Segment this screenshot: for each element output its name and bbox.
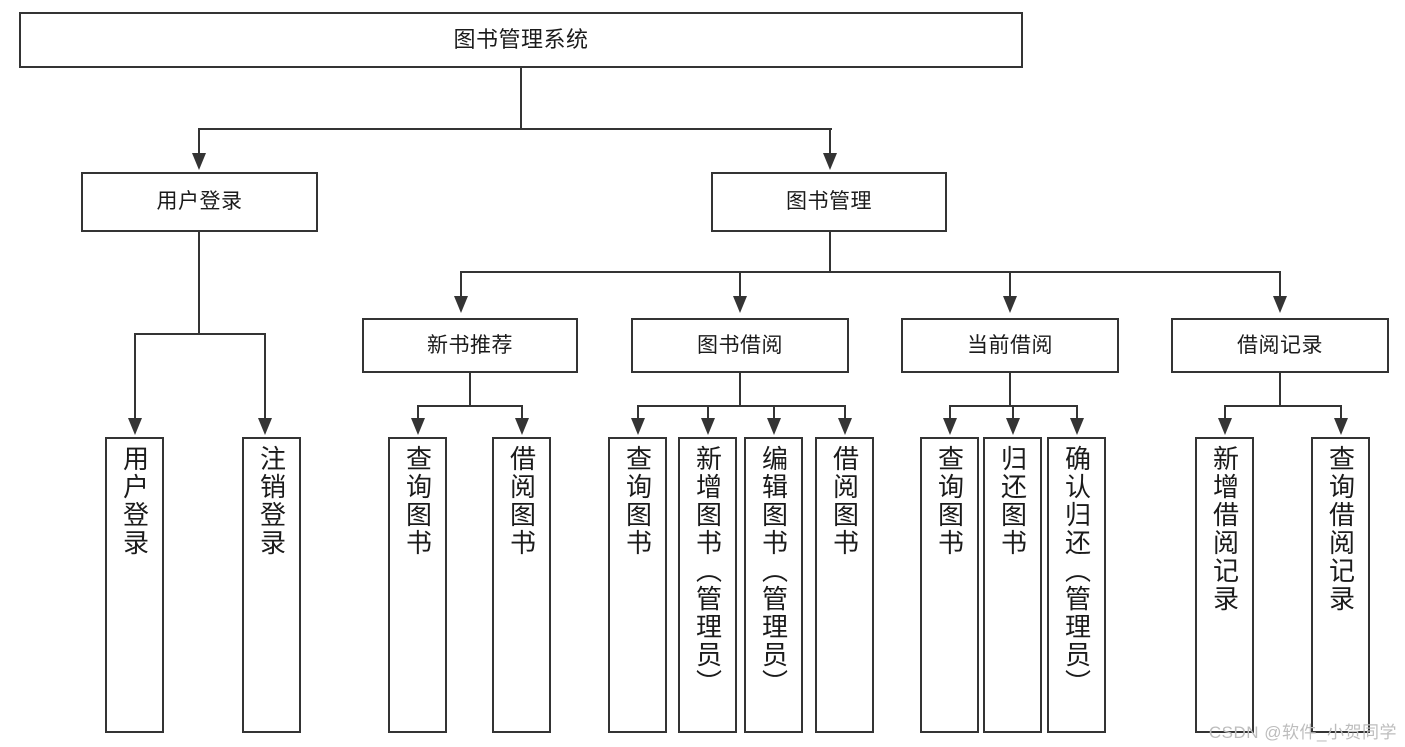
- arrowhead-bb-query: [631, 418, 645, 435]
- leaf-bb-lend-book[interactable]: 借阅图书: [815, 437, 874, 733]
- node-label: 图书管理: [786, 190, 872, 214]
- connector-drop-borrow-record: [1279, 271, 1281, 299]
- connector-book-borrow-bus: [637, 405, 845, 407]
- connector-drop-cb-confirm: [1076, 405, 1078, 420]
- node-book-borrow[interactable]: 图书借阅: [631, 318, 849, 373]
- node-label: 查询图书: [934, 445, 965, 557]
- node-label: 用户登录: [119, 445, 150, 557]
- connector-drop-nb-query: [417, 405, 419, 420]
- arrowhead-br-query: [1334, 418, 1348, 435]
- connector-drop-cb-query: [949, 405, 951, 420]
- node-label: 查询图书: [622, 445, 653, 557]
- arrowhead-leaf-user-login: [128, 418, 142, 435]
- node-label: 查询图书: [402, 445, 433, 557]
- connector-user-login-stem: [198, 232, 200, 333]
- connector-drop-book-manage: [829, 128, 831, 156]
- arrowhead-bb-edit: [767, 418, 781, 435]
- node-label: 当前借阅: [967, 333, 1053, 357]
- leaf-br-add-record[interactable]: 新增借阅记录: [1195, 437, 1254, 733]
- connector-drop-book-borrow: [739, 271, 741, 299]
- connector-new-book-stem: [469, 373, 471, 405]
- arrowhead-br-add: [1218, 418, 1232, 435]
- node-label: 查询借阅记录: [1325, 445, 1356, 613]
- node-book-management[interactable]: 图书管理: [711, 172, 947, 232]
- node-label: 确认归还（管理员）: [1061, 445, 1092, 697]
- leaf-cb-confirm-return-admin[interactable]: 确认归还（管理员）: [1047, 437, 1106, 733]
- arrowhead-cb-query: [943, 418, 957, 435]
- connector-drop-bb-lend: [844, 405, 846, 420]
- leaf-cb-query-book[interactable]: 查询图书: [920, 437, 979, 733]
- node-user-login[interactable]: 用户登录: [81, 172, 318, 232]
- connector-drop-bb-add: [707, 405, 709, 420]
- connector-borrow-record-bus: [1224, 405, 1341, 407]
- node-label: 编辑图书（管理员）: [758, 445, 789, 697]
- leaf-br-query-record[interactable]: 查询借阅记录: [1311, 437, 1370, 733]
- connector-drop-bb-query: [637, 405, 639, 420]
- node-label: 新增图书（管理员）: [692, 445, 723, 697]
- node-label: 归还图书: [997, 445, 1028, 557]
- connector-drop-br-query: [1340, 405, 1342, 420]
- arrowhead-user-login: [192, 153, 206, 170]
- connector-root-stem: [520, 68, 522, 128]
- connector-level2-bus: [198, 128, 832, 130]
- arrowhead-book-manage: [823, 153, 837, 170]
- connector-book-borrow-stem: [739, 373, 741, 405]
- arrowhead-bb-lend: [838, 418, 852, 435]
- leaf-bb-query-book[interactable]: 查询图书: [608, 437, 667, 733]
- node-root-library-system[interactable]: 图书管理系统: [19, 12, 1023, 68]
- connector-level3-bus: [460, 271, 1280, 273]
- connector-drop-leaf-logout: [264, 333, 266, 420]
- node-borrow-record[interactable]: 借阅记录: [1171, 318, 1389, 373]
- node-new-book-recommend[interactable]: 新书推荐: [362, 318, 578, 373]
- node-label: 图书管理系统: [453, 26, 589, 52]
- connector-current-borrow-stem: [1009, 373, 1011, 405]
- connector-drop-br-add: [1224, 405, 1226, 420]
- leaf-nb-borrow-book[interactable]: 借阅图书: [492, 437, 551, 733]
- connector-drop-cb-return: [1012, 405, 1014, 420]
- leaf-cb-return-book[interactable]: 归还图书: [983, 437, 1042, 733]
- node-label: 图书借阅: [697, 333, 783, 357]
- node-label: 借阅图书: [829, 445, 860, 557]
- connector-book-manage-stem: [829, 232, 831, 271]
- connector-new-book-bus: [417, 405, 522, 407]
- connector-drop-nb-borrow: [521, 405, 523, 420]
- connector-drop-current-borrow: [1009, 271, 1011, 299]
- leaf-bb-edit-book-admin[interactable]: 编辑图书（管理员）: [744, 437, 803, 733]
- leaf-bb-add-book-admin[interactable]: 新增图书（管理员）: [678, 437, 737, 733]
- connector-drop-leaf-user-login: [134, 333, 136, 420]
- arrowhead-nb-borrow: [515, 418, 529, 435]
- node-label: 借阅图书: [506, 445, 537, 557]
- arrowhead-bb-add: [701, 418, 715, 435]
- connector-drop-user-login: [198, 128, 200, 156]
- node-current-borrow[interactable]: 当前借阅: [901, 318, 1119, 373]
- arrowhead-leaf-logout: [258, 418, 272, 435]
- node-label: 用户登录: [156, 190, 243, 214]
- leaf-logout[interactable]: 注销登录: [242, 437, 301, 733]
- arrowhead-new-book: [454, 296, 468, 313]
- arrowhead-borrow-record: [1273, 296, 1287, 313]
- arrowhead-current-borrow: [1003, 296, 1017, 313]
- arrowhead-cb-return: [1006, 418, 1020, 435]
- connector-user-login-bus: [134, 333, 265, 335]
- connector-drop-bb-edit: [773, 405, 775, 420]
- leaf-user-login[interactable]: 用户登录: [105, 437, 164, 733]
- arrowhead-cb-confirm: [1070, 418, 1084, 435]
- node-label: 新增借阅记录: [1209, 445, 1240, 613]
- arrowhead-book-borrow: [733, 296, 747, 313]
- arrowhead-nb-query: [411, 418, 425, 435]
- connector-borrow-record-stem: [1279, 373, 1281, 405]
- connector-drop-new-book: [460, 271, 462, 299]
- leaf-nb-query-book[interactable]: 查询图书: [388, 437, 447, 733]
- node-label: 注销登录: [256, 445, 287, 557]
- node-label: 借阅记录: [1237, 333, 1323, 357]
- node-label: 新书推荐: [427, 333, 513, 357]
